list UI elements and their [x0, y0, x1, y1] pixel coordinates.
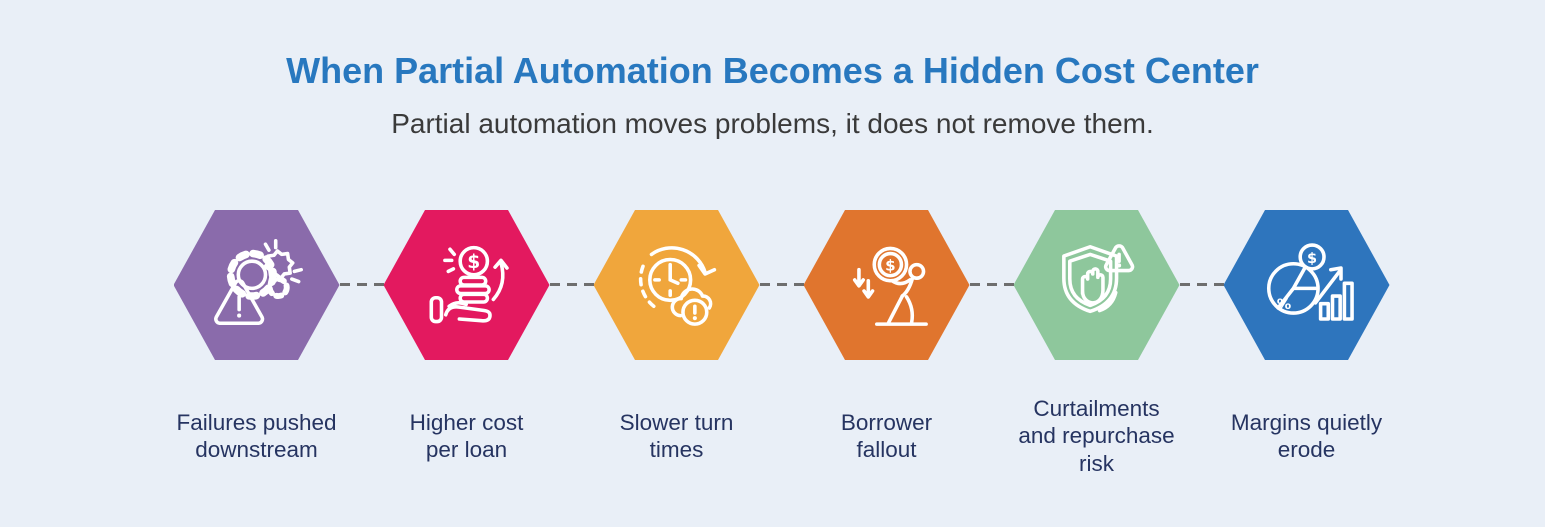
- dashed-connector: [759, 283, 804, 286]
- svg-text:$: $: [885, 257, 896, 275]
- step-column: Slower turn times: [572, 210, 804, 484]
- hexagon-step-1: [173, 210, 340, 360]
- hexagon-step-3: [593, 210, 760, 360]
- page-subtitle: Partial automation moves problems, it do…: [391, 108, 1154, 139]
- hand-coins-rising-arrow-icon: $: [429, 245, 509, 324]
- step-column: Failures pushed downstream: [152, 210, 384, 484]
- dashed-connector: [969, 283, 1014, 286]
- step-label: Borrower fallout: [840, 409, 933, 462]
- svg-text:$: $: [1307, 251, 1317, 267]
- hexagon-step-4: $: [803, 210, 970, 360]
- step-label: Failures pushed downstream: [176, 409, 337, 462]
- step-column: % $ Margins quietly erode: [1202, 210, 1412, 484]
- svg-text:%: %: [1276, 297, 1290, 313]
- dashed-connector: [339, 283, 384, 286]
- person-carrying-coin-icon: $: [852, 246, 928, 326]
- step-column: $ Borrower fallout: [782, 210, 1014, 484]
- step-column: $ Higher cost per loan: [362, 210, 594, 484]
- clock-delay-alert-icon: [638, 246, 716, 326]
- broken-gear-warning-icon: [213, 239, 303, 326]
- step-label: Curtailments and repurchase risk: [1018, 395, 1175, 476]
- svg-text:$: $: [467, 252, 480, 273]
- step-column: Curtailments and repurchase risk: [992, 210, 1224, 484]
- hexagon-step-2: $: [383, 210, 550, 360]
- hexagon-step-6: % $: [1223, 210, 1390, 360]
- shield-stop-hand-warning-icon: [1061, 244, 1134, 314]
- step-label: Slower turn times: [619, 409, 734, 462]
- process-flow: Failures pushed downstream $: [0, 210, 1545, 484]
- dashed-connector: [1179, 283, 1224, 286]
- page-title: When Partial Automation Becomes a Hidden…: [286, 50, 1259, 91]
- pie-chart-declining-margin-icon: % $: [1266, 243, 1354, 321]
- hexagon-step-5: [1013, 210, 1180, 360]
- step-label: Margins quietly erode: [1230, 409, 1383, 462]
- dashed-connector: [549, 283, 594, 286]
- step-label: Higher cost per loan: [409, 409, 524, 462]
